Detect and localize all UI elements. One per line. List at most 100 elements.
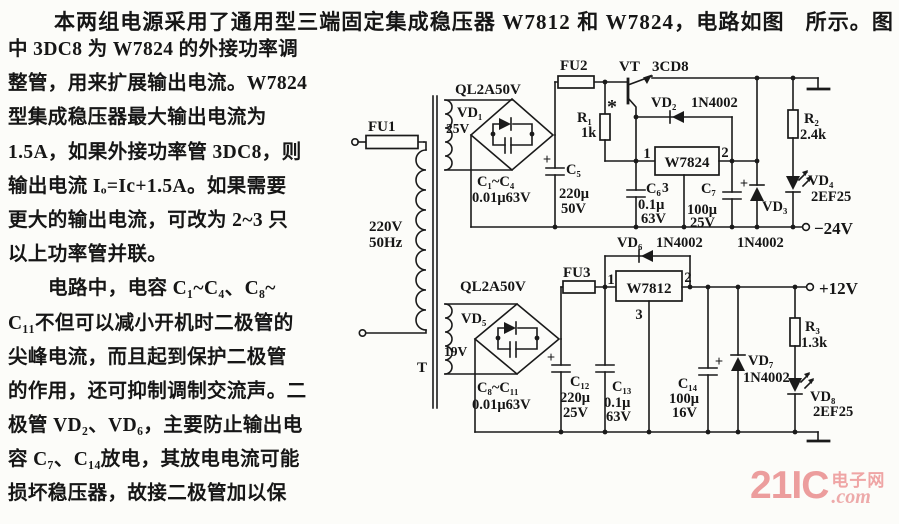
regulator-w7824: W7824 1 2 3: [604, 145, 760, 228]
output-neg24-terminal: [801, 222, 811, 232]
cap-c6-value1-label: 0.1μ: [638, 197, 665, 213]
w7812-pin3-label: 3: [635, 307, 642, 323]
w7812-pin2-label: 2: [684, 270, 691, 286]
body-line: 型集成稳压器最大输出电流为: [8, 107, 267, 129]
diode-vd7-icon: [731, 357, 745, 371]
body-line: 中 3DC8 为 W7824 的外接功率调: [8, 39, 299, 60]
resistor-r2-value-label: 2.4k: [800, 127, 827, 143]
resistor-r3-value-label: 1.3k: [801, 335, 828, 351]
led-vd4-ref-label: VD₄: [808, 173, 834, 189]
intro-line-main: 本两组电源采用了通用型三端固定集成稳压器 W7812 和 W7824，电路如图: [54, 10, 785, 34]
fuse-fu2: [557, 75, 595, 89]
transistor-vt: VT 3CD8: [619, 59, 689, 162]
diode-vd2: VD₂ 1N4002: [633, 95, 738, 162]
cap-c12-value1-label: 220μ: [560, 390, 591, 406]
body-line: 整管，用来扩展输出电流。W7824: [8, 73, 308, 95]
watermark-brand: 21IC: [750, 464, 829, 507]
diode-vd6-ref-label: VD₆: [617, 235, 643, 251]
diode-vd2-icon: [672, 111, 684, 123]
cap-c1-c4-value-label: 0.01μ63V: [472, 190, 531, 206]
transformer-label: T: [417, 360, 427, 376]
plus-sign: +: [715, 354, 723, 370]
fuse-fu3-label: FU3: [563, 265, 591, 281]
cap-c13: C₁₃ 0.1μ 63V: [595, 286, 632, 433]
plus-sign: +: [547, 350, 555, 366]
bridge-diode-icon: [499, 118, 511, 130]
resistor-r3-led-vd8: R₃ 1.3k VD₈ 2EF25: [787, 286, 853, 433]
cap-c13-value2-label: 63V: [606, 409, 632, 425]
w7824-pin3-label: 3: [662, 180, 669, 195]
transformer: FU1 220V 50Hz T 25V 19V: [350, 95, 470, 409]
cap-c14-value2-label: 16V: [672, 405, 698, 421]
secondary2-voltage-label: 19V: [444, 344, 468, 359]
secondary-winding-25v: [444, 99, 453, 171]
bridge2-ref-label: VD₅: [461, 311, 487, 327]
body-line: 容 C₇、C₁₄放电，其放电电流可能: [8, 449, 300, 471]
cap-c1-c4-ref-label: C₁~C₄: [477, 174, 515, 190]
regulator-w7824-label: W7824: [665, 155, 711, 171]
diode-vd2-ref-label: VD₂: [651, 95, 676, 111]
cap-c7-value1-label: 100μ: [687, 202, 718, 218]
diode-vd3: VD₃ 1N4002: [737, 77, 788, 251]
w7812-pin1-label: 1: [607, 272, 614, 288]
cap-c14-ref-label: C₁₄: [678, 376, 698, 392]
led-vd8-model-label: 2EF25: [813, 404, 853, 420]
intro-line-tail: 所示。图: [805, 10, 894, 34]
cap-c5-value1-label: 220μ: [559, 186, 590, 202]
resistor-r3-ref-label: R₃: [805, 319, 820, 335]
intro-line: 本两组电源采用了通用型三端固定集成稳压器 W7812 和 W7824，电路如图 …: [0, 6, 899, 36]
ac-terminal-bottom: [358, 328, 367, 337]
body-line: 1.5A，如果外接功率管 3DC8，则: [8, 141, 302, 163]
output-pos12-terminal: [805, 282, 815, 292]
cap-c12-ref-label: C₁₂: [570, 374, 589, 390]
resistor-r2-ref-label: R₂: [804, 111, 819, 127]
diode-vd6-model-label: 1N4002: [656, 235, 703, 251]
output-neg24-label: −24V: [814, 219, 854, 238]
resistor-r1-ref-label: R₁: [577, 110, 592, 126]
cap-c6: C₆ 0.1μ 63V: [626, 160, 667, 228]
diode-vd7: VD₇ 1N4002: [730, 286, 790, 433]
cap-c8-c11-ref-label: C₈~C₁₁: [477, 380, 519, 396]
diode-vd7-model-label: 1N4002: [743, 370, 790, 386]
bridge-rectifier-1: QL2A50V VD₁ C₁~C₄ 0.01μ63V: [444, 82, 555, 206]
bridge2-model-label: QL2A50V: [460, 279, 526, 295]
body-line: 损坏稳压器，故接二极管加以保: [8, 483, 287, 505]
transistor-vt-ref-label: VT: [619, 59, 640, 75]
diode-vd7-ref-label: VD₇: [748, 353, 773, 369]
plus-sign: +: [740, 176, 748, 192]
body-line: 以上功率管并联。: [8, 244, 168, 266]
body-line: 尖峰电流，而且起到保护二极管: [8, 346, 287, 368]
led-vd8-icon: [788, 378, 802, 392]
watermark-right-column: 电子网 .com: [831, 472, 885, 507]
body-line: C₁₁不但可以减小开机时二极管的: [8, 312, 294, 334]
plus-sign: +: [543, 152, 551, 168]
secondary1-voltage-label: 25V: [446, 121, 470, 136]
cap-c7-ref-label: C₇: [701, 181, 716, 197]
resistor-r1-value-label: 1k: [581, 125, 597, 141]
resistor-r3: [789, 317, 801, 347]
bridge1-ref-label: VD₁: [457, 105, 482, 121]
diode-vd2-model-label: 1N4002: [691, 95, 738, 111]
mains-voltage-label: 220V: [369, 219, 403, 235]
led-vd4-icon: [786, 176, 800, 190]
body-line: 输出电流 Iₒ=Ic+1.5A。如果需要: [8, 175, 287, 197]
bridge-diamond: [469, 97, 555, 172]
diode-vd3-model-label: 1N4002: [737, 235, 784, 251]
body-line: 极管 VD₂、VD₆，主要防止输出电: [8, 415, 303, 437]
diode-vd3-ref-label: VD₃: [762, 199, 788, 215]
bridge-rectifier-2: QL2A50V VD₅ C₈~C₁₁ 0.01μ63V: [444, 279, 561, 413]
transistor-vt-model-label: 3CD8: [652, 59, 689, 75]
cap-c12-value2-label: 25V: [563, 405, 589, 421]
cap-c5-value2-label: 50V: [561, 201, 587, 217]
channel-neg24: + C₅ 220μ 50V FU2 * R₁ 1k VT 3CD8: [470, 58, 854, 251]
cap-c7-value2-label: 25V: [690, 215, 716, 231]
resistor-r2: [787, 109, 799, 139]
cap-c7: + C₇ 100μ 25V: [687, 160, 748, 231]
cap-c6-ref-label: C₆: [646, 181, 661, 197]
diode-vd6-icon: [641, 250, 653, 262]
cap-c8-c11-value-label: 0.01μ63V: [472, 397, 531, 413]
cap-c14-value1-label: 100μ: [669, 391, 700, 407]
regulator-w7812: W7812 1 2 3: [602, 270, 808, 433]
resistor-r2-led-vd4: R₂ 2.4k VD₄ 2EF25: [785, 77, 851, 228]
